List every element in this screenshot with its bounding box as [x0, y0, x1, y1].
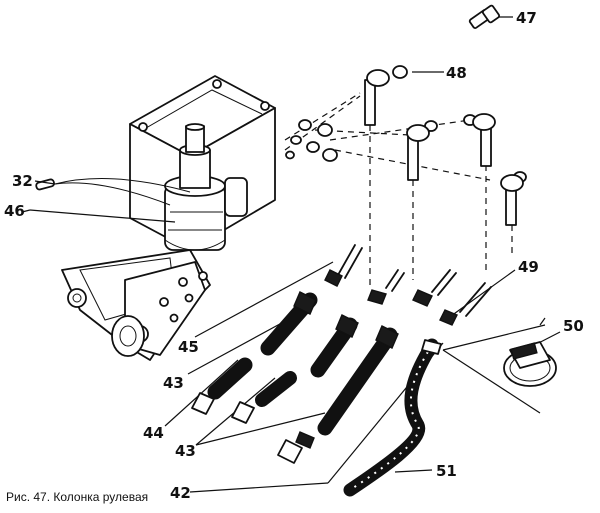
tube-ends: [324, 244, 492, 326]
hoses: [191, 291, 442, 497]
callout-43-lower: 43: [175, 442, 196, 460]
steering-valve-unit: [164, 123, 248, 251]
callout-45: 45: [178, 338, 199, 356]
callout-48: 48: [446, 64, 467, 82]
callout-32: 32: [12, 172, 33, 190]
callout-44: 44: [143, 424, 164, 442]
callout-43-upper: 43: [163, 374, 184, 392]
callout-46: 46: [4, 202, 25, 220]
banjo-fittings: [364, 69, 524, 226]
callout-49: 49: [518, 258, 539, 276]
callout-47: 47: [516, 9, 537, 27]
callout-51: 51: [436, 462, 457, 480]
bolt-part-47: [468, 4, 501, 29]
clamp-part-50: [503, 341, 557, 387]
callout-50: 50: [563, 317, 584, 335]
leader-lines: [21, 16, 561, 493]
pin-part-32: [35, 178, 191, 206]
callout-42: 42: [170, 484, 191, 502]
callout-labels: 32 46 45 43 44 43 42 51 50 49 47 48: [4, 9, 584, 502]
figure-caption: Рис. 47. Колонка рулевая: [6, 490, 149, 504]
